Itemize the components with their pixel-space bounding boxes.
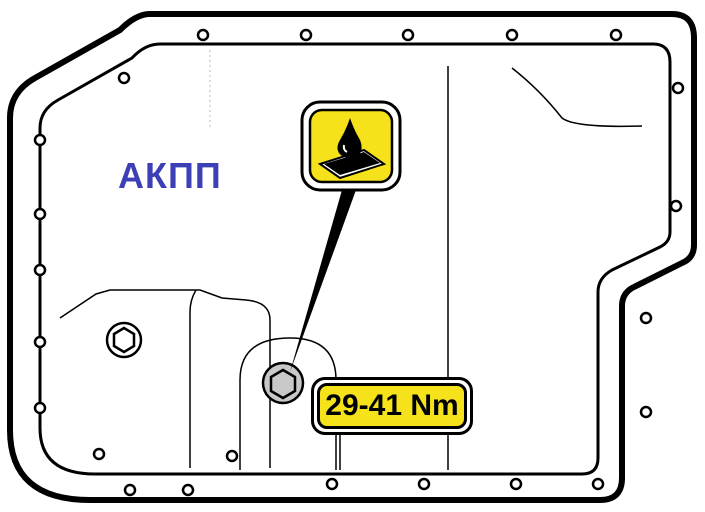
transmission-fluid-icon (300, 100, 402, 192)
bolt-hole (639, 311, 653, 325)
bolt-hole (33, 133, 47, 147)
bolt-hole (401, 28, 415, 42)
bolt-hole (299, 28, 313, 42)
bolt-hole (669, 199, 683, 213)
bolt-hole (417, 477, 431, 491)
drain-boss-outline (239, 337, 337, 470)
torque-spec-value: 29-41 Nm (317, 383, 467, 429)
sump-inner-wall (189, 289, 197, 468)
perimeter-bolt-holes (33, 28, 685, 497)
bolt-hole (325, 477, 339, 491)
bolt-hole (33, 401, 47, 415)
transmission-label: АКПП (118, 155, 222, 196)
pointer-wedge (290, 190, 356, 372)
bolt-hole (609, 28, 623, 42)
bolt-hole (117, 71, 131, 85)
bolt-hole (33, 263, 47, 277)
bolt-hole (505, 28, 519, 42)
torque-spec-badge: 29-41 Nm (311, 377, 473, 435)
bolt-hole (671, 81, 685, 95)
drain-plug (261, 361, 305, 405)
bolt-hole (33, 335, 47, 349)
hex-plug-left (105, 321, 143, 359)
bolt-hole (509, 477, 523, 491)
corner-detail-line (511, 67, 643, 128)
bolt-hole (196, 28, 210, 42)
pan-outer-outline (7, 11, 697, 503)
bolt-hole (639, 405, 653, 419)
bolt-hole (591, 477, 605, 491)
pan-inner-outline (38, 42, 672, 476)
bolt-hole (225, 449, 239, 463)
bolt-hole (123, 483, 137, 497)
bolt-hole (181, 483, 195, 497)
sump-structure (59, 289, 271, 468)
bolt-hole (33, 207, 47, 221)
bolt-hole (92, 447, 106, 461)
